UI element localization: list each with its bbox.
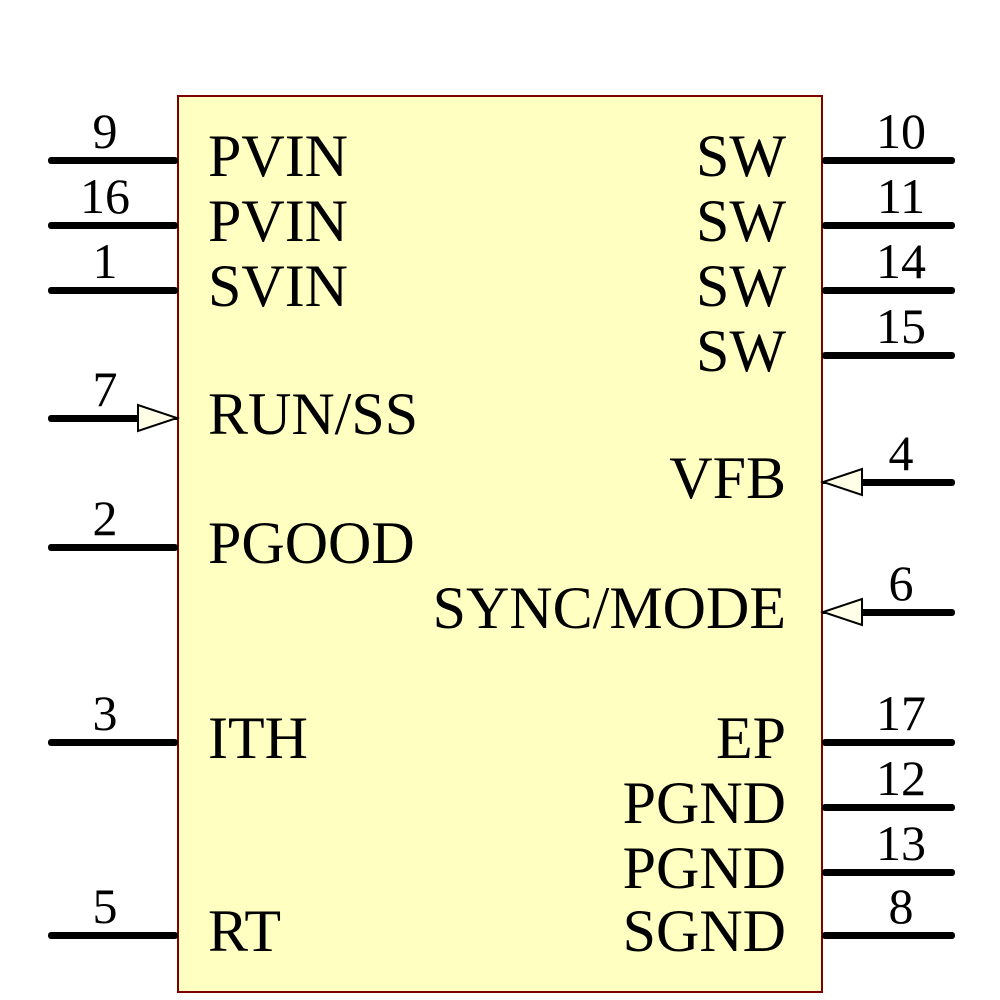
- pin-line-left-2[interactable]: [48, 544, 178, 551]
- pin-label-sw: SW: [696, 252, 786, 319]
- pin-input-arrow-icon: [137, 403, 180, 433]
- pin-number-7: 7: [92, 361, 118, 417]
- pin-label-sync-mode: SYNC/MODE: [432, 574, 786, 641]
- pin-number-10: 10: [876, 103, 926, 159]
- pin-line-right-4[interactable]: [860, 479, 955, 486]
- pin-label-ith: ITH: [208, 704, 308, 771]
- pin-label-sw: SW: [696, 187, 786, 254]
- pin-label-pgood: PGOOD: [208, 509, 415, 576]
- pin-line-left-1[interactable]: [48, 287, 178, 294]
- pin-number-12: 12: [876, 750, 926, 806]
- pin-line-right-15[interactable]: [822, 352, 955, 359]
- pin-line-right-11[interactable]: [822, 222, 955, 229]
- pin-label-pvin: PVIN: [208, 122, 349, 189]
- pin-line-right-14[interactable]: [822, 287, 955, 294]
- pin-label-pvin: PVIN: [208, 187, 349, 254]
- pin-line-left-9[interactable]: [48, 157, 178, 164]
- pin-line-right-8[interactable]: [822, 932, 955, 939]
- pin-line-right-17[interactable]: [822, 739, 955, 746]
- pin-line-right-13[interactable]: [822, 869, 955, 876]
- pin-label-sw: SW: [696, 122, 786, 189]
- pin-label-svin: SVIN: [208, 252, 349, 319]
- pin-label-pgnd: PGND: [622, 769, 786, 836]
- pin-label-sgnd: SGND: [622, 897, 786, 964]
- pin-label-ep: EP: [715, 704, 786, 771]
- pin-label-rt: RT: [208, 897, 282, 964]
- pin-label-pgnd: PGND: [622, 834, 786, 901]
- pin-number-17: 17: [876, 685, 926, 741]
- pin-number-15: 15: [876, 298, 926, 354]
- pin-number-3: 3: [92, 685, 118, 741]
- pin-number-16: 16: [80, 168, 130, 224]
- pin-input-arrow-icon: [820, 467, 863, 497]
- pin-number-14: 14: [876, 233, 926, 289]
- pin-input-arrow-icon: [820, 597, 863, 627]
- pin-number-13: 13: [876, 815, 926, 871]
- pin-label-run-ss: RUN/SS: [208, 380, 419, 447]
- pin-number-9: 9: [92, 103, 118, 159]
- ic-body[interactable]: [177, 95, 823, 993]
- pin-line-left-7[interactable]: [48, 415, 142, 422]
- pin-number-8: 8: [888, 878, 914, 934]
- pin-line-left-16[interactable]: [48, 222, 178, 229]
- pin-label-vfb: VFB: [669, 444, 786, 511]
- pin-line-left-5[interactable]: [48, 932, 178, 939]
- pin-line-right-10[interactable]: [822, 157, 955, 164]
- pin-number-11: 11: [876, 168, 926, 224]
- pin-line-right-6[interactable]: [860, 609, 955, 616]
- pin-number-5: 5: [92, 878, 118, 934]
- pin-line-right-12[interactable]: [822, 804, 955, 811]
- pin-number-6: 6: [888, 555, 914, 611]
- pin-line-left-3[interactable]: [48, 739, 178, 746]
- pin-number-2: 2: [92, 490, 118, 546]
- pin-number-4: 4: [888, 425, 914, 481]
- pin-number-1: 1: [92, 233, 118, 289]
- pin-label-sw: SW: [696, 317, 786, 384]
